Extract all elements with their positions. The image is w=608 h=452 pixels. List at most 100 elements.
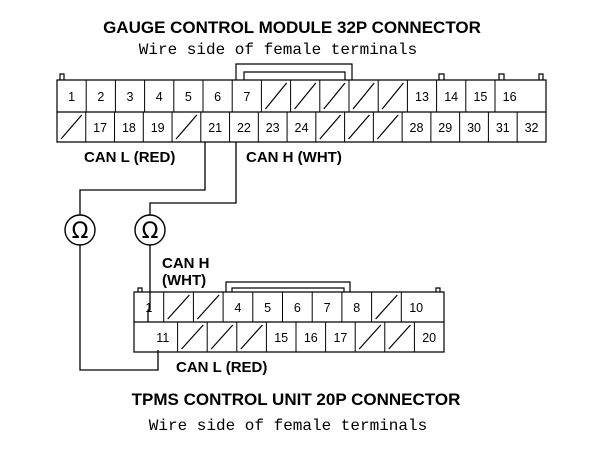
svg-text:4: 4	[156, 90, 163, 104]
can-l-wire	[79, 142, 206, 216]
svg-text:28: 28	[410, 121, 424, 135]
ohmmeter-icon: Ω	[72, 219, 89, 244]
gauge-blank-cavity	[260, 80, 288, 112]
tpms-pin-17: 17	[325, 322, 347, 352]
svg-text:21: 21	[208, 121, 222, 135]
gauge-blank-cavity	[348, 80, 375, 112]
svg-text:18: 18	[122, 121, 136, 135]
svg-text:15: 15	[274, 331, 288, 345]
can-h-gauge-label: CAN H (WHT)	[246, 149, 342, 166]
svg-text:13: 13	[415, 90, 429, 104]
svg-text:20: 20	[422, 331, 436, 345]
svg-text:11: 11	[156, 331, 169, 345]
tpms-connector-subtitle: Wire side of female terminals	[149, 417, 427, 435]
gauge-pin-2: 2	[85, 80, 104, 112]
tpms-pin-16: 16	[295, 322, 318, 352]
gauge-connector-subtitle: Wire side of female terminals	[139, 41, 417, 59]
gauge-connector-body	[56, 63, 547, 143]
svg-text:8: 8	[353, 301, 360, 315]
gauge-blank-cavity	[60, 114, 83, 140]
gauge-pin-17: 17	[85, 112, 107, 142]
tpms-connector-title: TPMS CONTROL UNIT 20P CONNECTOR	[132, 390, 461, 409]
gauge-blank-cavity	[315, 112, 342, 142]
can-h-wire	[149, 142, 237, 216]
gauge-pin-32: 32	[516, 112, 539, 142]
svg-text:3: 3	[127, 90, 134, 104]
tpms-pin-4: 4	[222, 292, 241, 322]
tpms-pin-1: 1	[145, 301, 152, 315]
svg-text:6: 6	[294, 301, 301, 315]
svg-text:24: 24	[295, 121, 309, 135]
ohmmeter-left: Ω	[64, 214, 96, 246]
gauge-pin-13: 13	[406, 80, 429, 112]
tpms-blank-cavity	[192, 292, 220, 322]
can-l-tpms-label: CAN L (RED)	[176, 359, 267, 376]
tpms-blank-cavity	[384, 322, 411, 352]
gauge-pin-4: 4	[144, 80, 163, 112]
svg-text:1: 1	[68, 90, 75, 104]
gauge-blank-cavity	[319, 80, 346, 112]
svg-text:29: 29	[438, 121, 452, 135]
svg-text:19: 19	[151, 121, 165, 135]
tpms-connector-body	[133, 281, 445, 353]
gauge-bottom-pin-row: 17 18 19 21 22 23 24 28 29 30 31 32	[60, 112, 539, 142]
svg-text:31: 31	[496, 121, 510, 135]
right-meter-lead	[147, 244, 151, 322]
tpms-pin-15: 15	[265, 322, 288, 352]
tpms-pin-6: 6	[282, 292, 301, 322]
tpms-pin-5: 5	[252, 292, 271, 322]
svg-text:10: 10	[409, 301, 423, 315]
gauge-pin-18: 18	[114, 112, 136, 142]
tpms-blank-cavity	[236, 322, 263, 352]
gauge-pin-19: 19	[142, 112, 165, 142]
svg-text:22: 22	[237, 121, 251, 135]
gauge-blank-cavity	[377, 80, 404, 112]
tpms-blank-cavity	[177, 322, 204, 352]
gauge-pin-3: 3	[114, 80, 134, 112]
svg-text:17: 17	[333, 331, 347, 345]
svg-text:5: 5	[185, 90, 192, 104]
can-l-gauge-label: CAN L (RED)	[84, 149, 175, 166]
gauge-pin-16: 16	[494, 80, 517, 112]
tpms-blank-cavity	[371, 292, 398, 322]
gauge-pin-14: 14	[436, 80, 458, 112]
svg-text:4: 4	[234, 301, 241, 315]
tpms-bottom-pin-row: 11 15 16 17 20	[156, 322, 436, 352]
svg-text:1: 1	[145, 301, 152, 315]
svg-text:30: 30	[467, 121, 481, 135]
wires	[79, 142, 237, 371]
gauge-blank-cavity	[372, 112, 399, 142]
can-h-tpms-label: CAN H (WHT)	[162, 255, 214, 289]
gauge-pin-1: 1	[68, 90, 75, 104]
gauge-pin-15: 15	[465, 80, 487, 112]
svg-text:32: 32	[525, 121, 539, 135]
gauge-blank-cavity	[344, 112, 370, 142]
svg-text:16: 16	[503, 90, 517, 104]
gauge-blank-cavity	[171, 112, 198, 142]
gauge-pin-7: 7	[231, 80, 250, 112]
svg-text:6: 6	[214, 90, 221, 104]
ohmmeter-icon: Ω	[142, 219, 159, 244]
gauge-pin-5: 5	[173, 80, 192, 112]
tpms-pin-10: 10	[400, 292, 423, 322]
tpms-pin-7: 7	[311, 292, 331, 322]
svg-text:5: 5	[264, 301, 271, 315]
gauge-pin-21: 21	[200, 112, 222, 142]
left-meter-lead	[79, 244, 159, 371]
gauge-pin-24: 24	[286, 112, 309, 142]
gauge-connector-title: GAUGE CONTROL MODULE 32P CONNECTOR	[103, 18, 481, 37]
tpms-pin-8: 8	[341, 292, 360, 322]
tpms-blank-cavity	[163, 292, 190, 322]
gauge-pin-29: 29	[430, 112, 452, 142]
svg-text:15: 15	[473, 90, 487, 104]
gauge-pin-31: 31	[487, 112, 510, 142]
svg-text:2: 2	[97, 90, 104, 104]
gauge-pin-6: 6	[202, 80, 221, 112]
gauge-pin-23: 23	[257, 112, 280, 142]
ohmmeter-right: Ω	[134, 214, 166, 246]
tpms-blank-cavity	[206, 322, 234, 352]
svg-text:16: 16	[304, 331, 318, 345]
